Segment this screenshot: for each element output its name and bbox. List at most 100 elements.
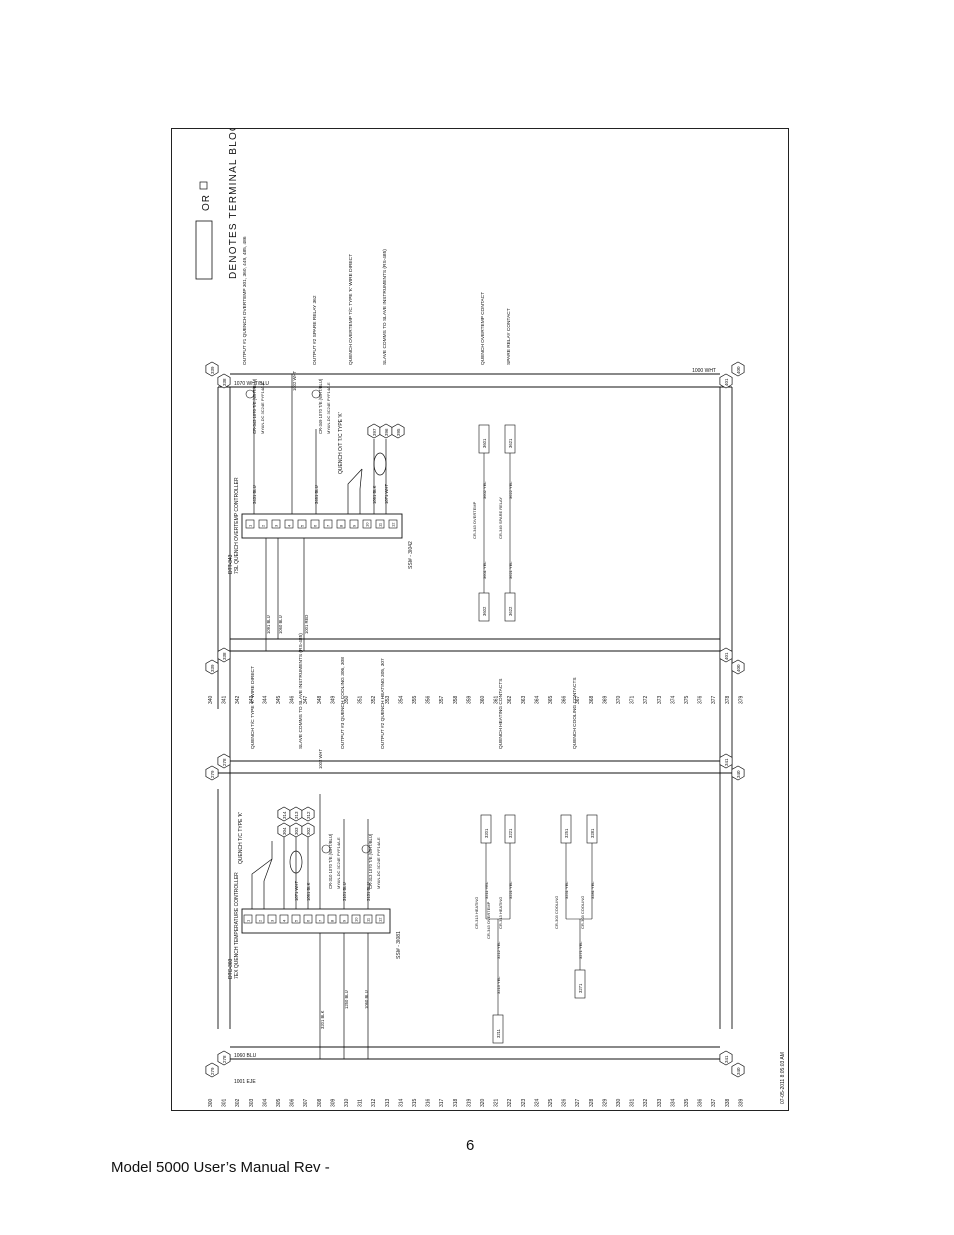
page-number: 6 — [466, 1137, 475, 1154]
rung-number: 354 — [398, 695, 404, 704]
comms-terminal-label: 302 — [306, 827, 311, 835]
rung-number: 375 — [684, 695, 690, 704]
controller-subtitle: 7EX QUENCH TEMPERATURE CONTROLLER — [234, 872, 240, 979]
rung-number: 332 — [643, 1098, 649, 1107]
rung-number: 352 — [371, 695, 377, 704]
controller-wires — [283, 794, 369, 1059]
contact-box-label: 3281 — [590, 828, 595, 838]
rung-number: 312 — [371, 1098, 377, 1107]
terminal-number: 11 — [378, 522, 383, 527]
wire-label: 3131 BLU — [366, 882, 371, 901]
wire-label: 3201 BLK — [320, 1010, 325, 1029]
rung-number: 302 — [235, 1098, 241, 1107]
comms-terminal-label: 314 — [282, 811, 287, 819]
bus-node-label: 338 — [222, 378, 227, 386]
rung-number: 320 — [480, 1098, 486, 1107]
annotation: SLAVE COMMS TO SLAVE INSTRUMENTS (RS-485… — [298, 633, 304, 749]
rung-number: 345 — [276, 695, 282, 704]
bus-node — [217, 373, 231, 389]
rung-number: 340 — [208, 695, 214, 704]
bus-node-label: 340 — [736, 1067, 741, 1075]
comms-terminal — [301, 806, 315, 822]
terminal — [284, 519, 294, 529]
rung-number: 323 — [521, 1098, 527, 1107]
rung-number: 374 — [670, 695, 676, 704]
bus-node — [217, 647, 231, 663]
controller-annotations: OUTPUT #1 QUENCH OVERTEMP 301, 360, 449,… — [242, 236, 512, 634]
rung-number: 306 — [290, 1098, 296, 1107]
annotation: SPARE RELAY CONTACT — [506, 308, 512, 365]
controller-title: DTT-343 — [228, 554, 234, 574]
rung-number: 329 — [602, 1098, 608, 1107]
thermocouple-label: QUENCH O/T T/C TYPE 'K' — [338, 412, 344, 474]
terminal — [349, 519, 359, 529]
rung-number: 343 — [249, 695, 255, 704]
terminal — [291, 914, 301, 924]
contact-label: CR-349 SPARE RELAY — [498, 497, 503, 539]
contact-label: CR-343 OVERTEMP — [486, 901, 491, 939]
wire-label: 1002 WHT — [292, 371, 297, 391]
terminal-number: 9 — [352, 524, 357, 527]
rung-number: 365 — [548, 695, 554, 704]
relay-note: MYAN-DC 3C24E PYF14A-E — [326, 382, 331, 434]
annotation: OUTPUT #2 QUENCH HEATING 305, 307 — [380, 658, 386, 749]
rung-number: 355 — [412, 695, 418, 704]
rung-number: 318 — [453, 1098, 459, 1107]
bus-node — [217, 753, 231, 769]
contact-box-label: 3271 — [578, 983, 583, 993]
legend-text: DENOTES TERMINAL BLOCK — [228, 129, 239, 279]
bus-lines — [217, 373, 733, 1060]
comms-terminal-label: 396 — [384, 428, 389, 436]
contact-label: CR-343 OVERTEMP — [472, 501, 477, 539]
controller-wires — [253, 374, 387, 651]
rung-number: 362 — [507, 695, 513, 704]
legend-or-text: OR — [201, 194, 212, 211]
terminal — [315, 914, 325, 924]
wire-label: 1091 BLU — [266, 615, 271, 634]
legend: OR DENOTES TERMINAL BLOCK — [195, 129, 239, 280]
terminal — [258, 519, 268, 529]
relay-label: CR-313 1070 T/E (WHT/BLU) — [368, 833, 373, 889]
rung-number: 378 — [725, 695, 731, 704]
annotation: OUTPUT #2 SPARE RELAY 362 — [312, 295, 318, 365]
date-stamp: 07-05-2011 8:05:03 AM — [780, 1052, 786, 1104]
rung-number: 303 — [249, 1098, 255, 1107]
controller-ssr-label: SSI# - 3I081 — [396, 931, 402, 959]
terminal — [362, 519, 372, 529]
controller-subtitle: 7SL QUENCH OVERTEMP CONTROLLER — [234, 477, 240, 574]
relay-coil — [245, 389, 255, 399]
wire-label: 1001 RED — [304, 615, 309, 634]
legend-terminal-mark — [199, 181, 208, 190]
rung-number: 357 — [439, 695, 445, 704]
slave-comms-terminals: 397 396 395 — [367, 423, 405, 439]
rung-number: 310 — [344, 1098, 350, 1107]
contact-box-label: 3211 — [496, 1028, 501, 1038]
relay-coil — [311, 389, 321, 399]
terminal — [351, 914, 361, 924]
comms-terminal-label: 395 — [396, 428, 401, 436]
terminal — [339, 914, 349, 924]
contact-wire-label: 3281 YEL — [590, 881, 595, 899]
rung-number: 363 — [521, 695, 527, 704]
terminal — [327, 914, 337, 924]
rung-number: 336 — [698, 1098, 704, 1107]
comms-terminal — [301, 822, 315, 838]
terminal — [375, 519, 385, 529]
rung-number: 313 — [385, 1098, 391, 1107]
rung-number: 344 — [262, 695, 268, 704]
terminal — [267, 914, 277, 924]
rung-number: 347 — [303, 695, 309, 704]
terminal-number: 6 — [306, 919, 311, 922]
annotation: OUTPUT #1 QUENCH OVERTEMP 301, 360, 449,… — [242, 236, 248, 365]
bus-node — [719, 1050, 733, 1066]
comms-terminal-label: 304 — [282, 827, 287, 835]
rung-number: 376 — [698, 695, 704, 704]
contact-label: CR-313 HEATING — [498, 897, 503, 929]
comms-terminal-label: 397 — [372, 428, 377, 436]
